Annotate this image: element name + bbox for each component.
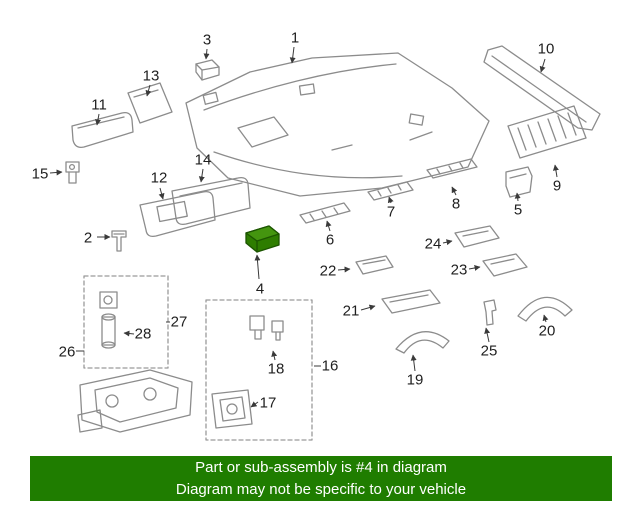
leader-line-11 (95, 113, 101, 126)
leader-line-13 (145, 84, 152, 97)
part-number-4[interactable]: 4 (255, 280, 265, 298)
part-number-1[interactable]: 1 (290, 29, 300, 47)
part-15-visor-clip[interactable] (65, 161, 80, 184)
part-19-grab-handle[interactable] (395, 331, 450, 354)
diagram-canvas (49, 45, 601, 441)
part-8-roof-bow[interactable] (426, 158, 478, 179)
part-23-trim-piece[interactable] (482, 253, 528, 277)
part-number-21[interactable]: 21 (342, 302, 360, 320)
part-20-grab-handle[interactable] (517, 296, 573, 322)
part-3-bracket[interactable] (195, 59, 220, 81)
leader-line-15 (49, 169, 63, 176)
part-21-trim-piece[interactable] (381, 289, 441, 314)
part-17-dome-lamp[interactable] (211, 389, 253, 429)
part-number-16[interactable]: 16 (321, 357, 339, 375)
part-24-trim-piece[interactable] (454, 225, 500, 248)
part-number-8[interactable]: 8 (451, 195, 461, 213)
banner-line-vehicle-note: Diagram may not be specific to your vehi… (175, 481, 467, 498)
part-14-sun-visor[interactable] (171, 176, 251, 226)
part-number-27[interactable]: 27 (170, 313, 188, 331)
leader-line-24 (442, 239, 453, 246)
part-number-25[interactable]: 25 (480, 342, 498, 360)
part-2-fastener[interactable] (111, 230, 127, 252)
part-number-17[interactable]: 17 (259, 394, 277, 412)
leader-line-1 (289, 46, 296, 64)
banner-line-part-note: Part or sub-assembly is #4 in diagram (195, 459, 447, 476)
part-number-2[interactable]: 2 (83, 229, 93, 247)
part-number-26[interactable]: 26 (58, 343, 76, 361)
group-box-27-28 (83, 275, 169, 369)
part-18-clips[interactable] (249, 315, 284, 341)
part-number-5[interactable]: 5 (513, 201, 523, 219)
leader-line-18 (271, 350, 278, 361)
part-number-7[interactable]: 7 (386, 203, 396, 221)
leader-line-3 (203, 48, 210, 60)
part-6-roof-bow[interactable] (299, 202, 351, 224)
part-5-bracket[interactable] (505, 166, 533, 198)
leader-line-12 (158, 187, 165, 200)
leader-line-4 (254, 254, 261, 280)
part-28-bulb-and-socket[interactable] (99, 291, 118, 349)
part-number-15[interactable]: 15 (31, 165, 49, 183)
leader-line-21 (360, 304, 376, 311)
part-1-headliner-panel[interactable] (185, 52, 490, 197)
part-9-rear-trim-strip[interactable] (507, 105, 587, 159)
leader-line-22 (337, 266, 351, 273)
part-number-18[interactable]: 18 (267, 360, 285, 378)
part-number-28[interactable]: 28 (134, 325, 152, 343)
leader-line-6 (325, 220, 332, 232)
leader-line-17 (250, 401, 259, 408)
part-number-3[interactable]: 3 (202, 31, 212, 49)
part-number-23[interactable]: 23 (450, 261, 468, 279)
leader-line-23 (468, 265, 481, 271)
leader-line-8 (451, 186, 458, 196)
part-7-roof-bow[interactable] (367, 181, 414, 201)
part-number-6[interactable]: 6 (325, 231, 335, 249)
part-number-14[interactable]: 14 (194, 151, 212, 169)
leader-line-7 (387, 196, 394, 204)
part-number-13[interactable]: 13 (142, 67, 160, 85)
part-12-sun-visor[interactable] (139, 190, 216, 238)
part-25-fastener-stud[interactable] (483, 299, 497, 326)
leader-line-10 (539, 58, 546, 73)
part-number-9[interactable]: 9 (552, 177, 562, 195)
part-10-rear-header-panel[interactable] (483, 45, 601, 131)
leader-line-25 (484, 327, 491, 343)
part-22-trim-piece[interactable] (355, 255, 394, 275)
part-number-11[interactable]: 11 (91, 96, 107, 114)
part-number-12[interactable]: 12 (150, 169, 168, 187)
leader-line-20 (542, 314, 549, 323)
part-number-19[interactable]: 19 (406, 371, 424, 389)
leader-line-9 (552, 164, 559, 178)
leader-line-28 (123, 330, 135, 337)
part-number-20[interactable]: 20 (538, 322, 556, 340)
part-13-trim-panel[interactable] (127, 82, 173, 124)
vehicle-note-banner: Part or sub-assembly is #4 in diagram Di… (30, 456, 612, 501)
leader-line-5 (514, 192, 521, 202)
part-11-sun-visor[interactable] (71, 112, 134, 148)
part-number-24[interactable]: 24 (424, 235, 442, 253)
part-number-10[interactable]: 10 (537, 40, 555, 58)
group-box-17-18 (205, 299, 313, 441)
part-number-22[interactable]: 22 (319, 262, 337, 280)
leader-line-14 (198, 168, 205, 183)
leader-line-19 (410, 354, 417, 372)
part-26-overhead-console[interactable] (77, 369, 193, 433)
part-4-highlighted-module[interactable] (245, 225, 280, 253)
